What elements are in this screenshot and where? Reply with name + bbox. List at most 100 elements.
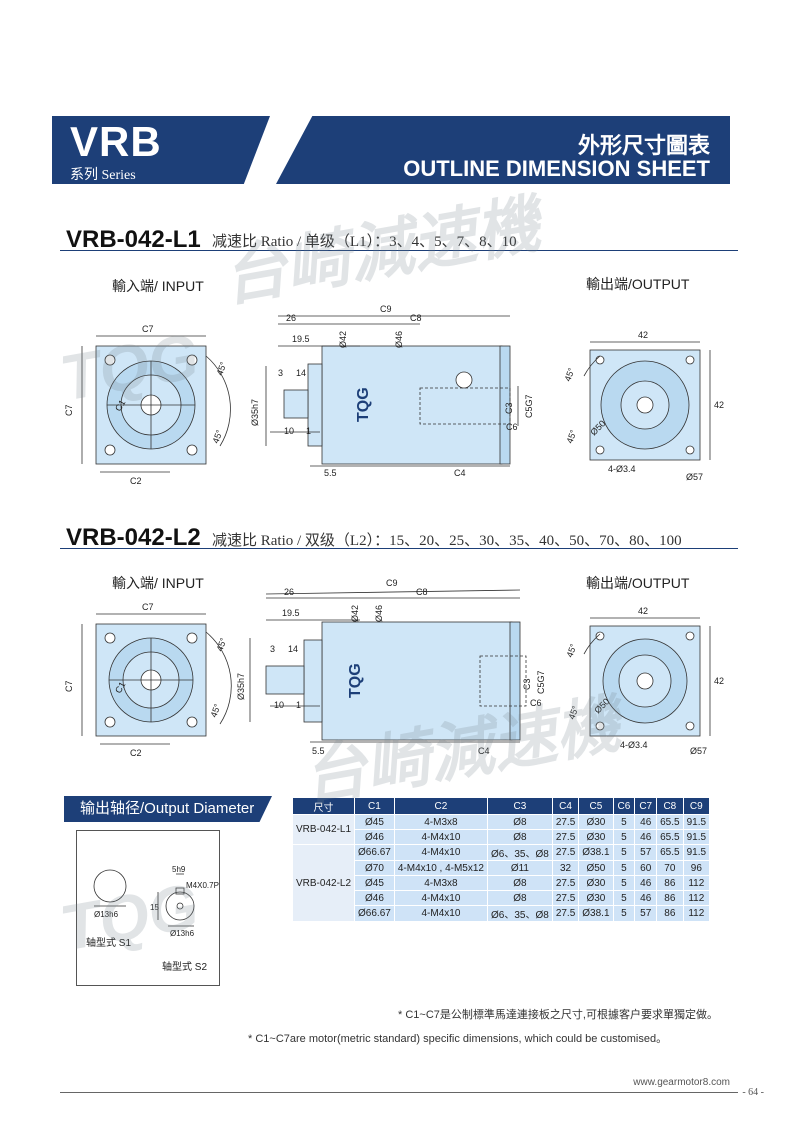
table-cell: 57	[634, 905, 658, 922]
table-cell: 4-M4x10	[393, 905, 489, 922]
gearbox-body	[321, 345, 503, 465]
dim-26: 26	[286, 313, 296, 323]
table-cell: Ø30	[578, 829, 614, 845]
brand-mark: TQG	[355, 387, 372, 422]
table-cell: 91.5	[682, 814, 711, 830]
table-model-cell: VRB-042-L2	[291, 844, 356, 922]
dim-c6: C6	[506, 422, 518, 432]
table-cell: Ø70	[354, 860, 395, 876]
dim-d46: Ø46	[374, 605, 384, 622]
dim-c7: C7	[142, 324, 154, 334]
dim-c4: C4	[478, 746, 490, 756]
s2-label: 轴型式 S2	[162, 960, 207, 973]
dim-c3: C3	[522, 678, 532, 690]
bolt-hole	[104, 444, 116, 456]
dim-c5: C5G7	[536, 670, 546, 694]
table-cell: 5	[612, 844, 636, 861]
dim-c1: C1	[113, 680, 127, 695]
th-c6: C6	[612, 797, 636, 815]
table-cell: 60	[634, 860, 658, 876]
s2-dim: Ø13h6	[170, 929, 195, 938]
table-cell: 86	[656, 890, 684, 906]
dim-c7: C7	[142, 602, 154, 612]
table-cell: Ø8	[487, 814, 553, 830]
dim-1: 1	[296, 700, 301, 710]
table-cell: 5	[612, 860, 636, 876]
th-c8: C8	[656, 797, 684, 815]
table-cell: 96	[682, 860, 711, 876]
note-en: * C1~C7are motor(metric standard) specif…	[248, 1033, 668, 1045]
s1-label: 轴型式 S1	[86, 936, 131, 949]
section2-rule	[60, 548, 738, 549]
dim-19-5: 19.5	[282, 608, 300, 618]
table-cell: 5	[612, 829, 636, 845]
title-cn: 外形尺寸圖表	[577, 133, 710, 158]
section2-input-label: 輸入端/ INPUT	[112, 575, 204, 591]
table-cell: 32	[551, 860, 580, 876]
shaft-s1	[93, 869, 127, 903]
header-series-banner	[52, 116, 270, 184]
section1-ratio: 减速比 Ratio / 单级（L1）：3、4、5、7、8、10	[212, 234, 517, 250]
table-cell: 5	[612, 890, 636, 906]
table-cell: 27.5	[551, 905, 580, 922]
footer-url: www.gearmotor8.com	[633, 1077, 730, 1088]
section1-input-label: 輸入端/ INPUT	[112, 278, 204, 294]
bolt-hole	[186, 354, 198, 366]
dim-deg45b: 45°	[208, 702, 222, 719]
table-cell: Ø8	[487, 890, 553, 906]
table-cell: 46	[634, 814, 658, 830]
th-c9: C9	[682, 797, 711, 815]
title-en: OUTLINE DIMENSION SHEET	[403, 156, 710, 181]
dim-1: 1	[306, 426, 311, 436]
table-cell: Ø30	[578, 890, 614, 906]
dim-d42a: Ø42	[350, 605, 360, 622]
bolt-hole	[104, 354, 116, 366]
table-cell: 91.5	[682, 844, 711, 861]
table-cell: 57	[634, 844, 658, 861]
brand-mark: TQG	[347, 663, 364, 698]
dim-o3-4: 4-Ø3.4	[608, 464, 636, 474]
dim-o45b: 45°	[566, 704, 580, 721]
dim-o45a: 45°	[564, 642, 578, 659]
table-cell: Ø45	[354, 814, 395, 830]
table-cell: Ø46	[354, 890, 395, 906]
th-c3: C3	[487, 797, 553, 815]
table-cell: 27.5	[551, 829, 580, 845]
table-cell: 27.5	[551, 844, 580, 861]
dim-o42v: 42	[714, 400, 724, 410]
dim-deg45a: 45°	[214, 360, 228, 377]
table-cell: Ø66.67	[354, 844, 395, 861]
dim-o45a: 45°	[562, 366, 576, 383]
dim-o57: Ø57	[686, 472, 703, 482]
s2-height: 15	[150, 903, 159, 912]
dim-14: 14	[288, 644, 298, 654]
dim-19-5: 19.5	[292, 334, 310, 344]
table-cell: 46	[634, 875, 658, 891]
dim-3: 3	[270, 644, 275, 654]
dim-c8: C8	[410, 313, 422, 323]
th-c4: C4	[551, 797, 580, 815]
dim-c9: C9	[386, 578, 398, 588]
dim-o42h: 42	[638, 330, 648, 340]
shaft-drawings: Ø13h6 轴型式 S1 5h9 15 M4X0.7P Ø13h6 轴型式 S2	[86, 865, 219, 973]
table-cell: Ø30	[578, 875, 614, 891]
s2-thread: M4X0.7P	[186, 881, 219, 890]
table-model-cell: VRB-042-L1	[291, 814, 356, 845]
dim-d35: Ø35h7	[250, 399, 260, 426]
section1-rule	[60, 250, 738, 251]
spec-table: 尺寸 C1 C2 C3 C4 C5 C6 C7 C8 C9 VRB-042-L1…	[291, 797, 711, 922]
table-cell: 112	[682, 905, 711, 922]
table-cell: Ø38.1	[578, 905, 614, 922]
table-cell: 5	[612, 814, 636, 830]
dim-c2: C2	[130, 476, 142, 486]
dim-o57: Ø57	[690, 746, 707, 756]
output-diameter-box	[76, 830, 220, 986]
table-cell: Ø6、35、Ø8	[487, 905, 553, 922]
series-label: 系列 Series	[70, 168, 136, 183]
table-cell: 86	[656, 905, 684, 922]
